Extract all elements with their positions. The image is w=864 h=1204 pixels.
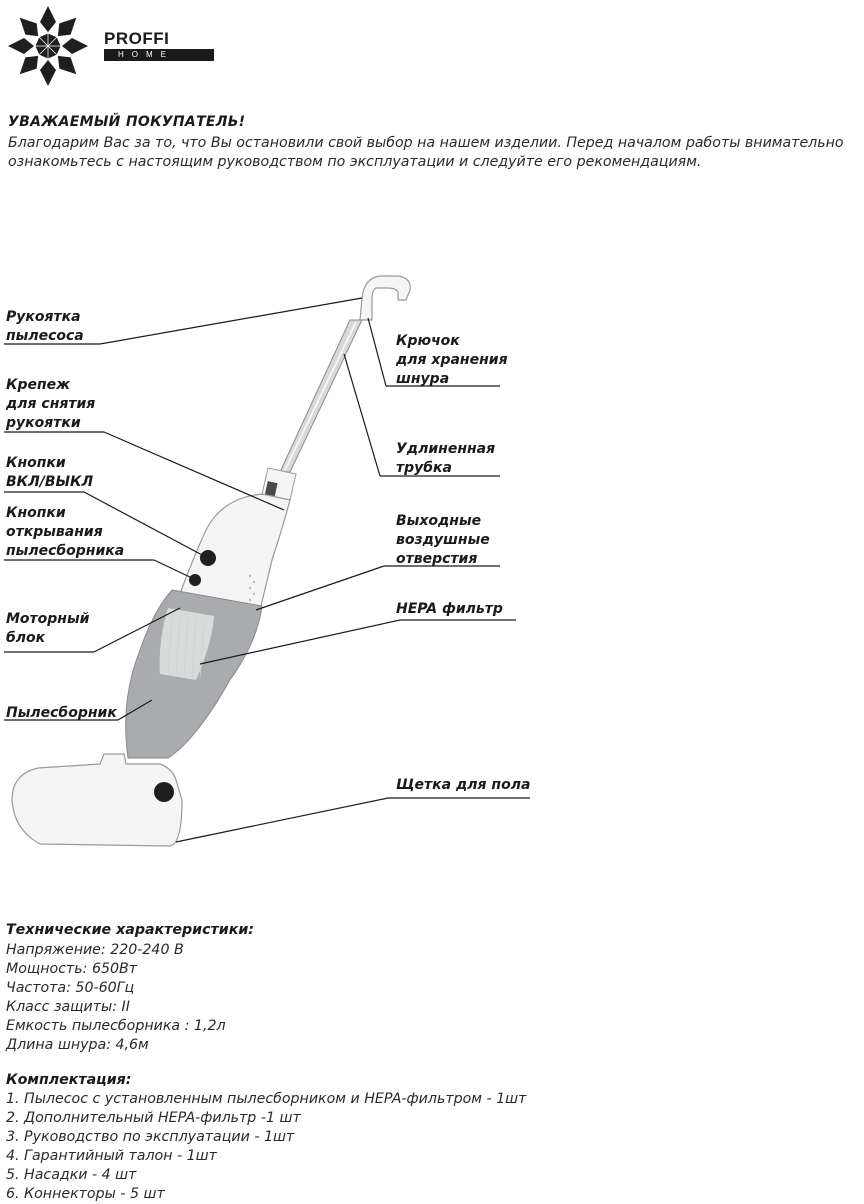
kit-item: 5. Насадки - 4 шт: [6, 1167, 137, 1183]
spec-item: Частота: 50-60Гц: [6, 980, 135, 996]
power-button-shape: [200, 550, 216, 566]
greeting-title: УВАЖАЕМЫЙ ПОКУПАТЕЛЬ!: [8, 114, 246, 130]
kit-item: 2. Дополнительный HEPA-фильтр -1 шт: [6, 1110, 301, 1126]
label-vents: Выходные воздушные отверстия: [396, 512, 490, 569]
leader-lines: [4, 297, 363, 721]
label-handle: Рукоятка пылесоса: [6, 308, 84, 346]
flower-logo-icon: [8, 6, 88, 86]
kit-item: 6. Коннекторы - 5 шт: [6, 1186, 165, 1202]
hepa-filter-shape: [159, 608, 214, 680]
greeting-text: Благодарим Вас за то, что Вы остановили …: [8, 135, 844, 170]
label-mount: Крепеж для снятия рукоятки: [6, 376, 95, 433]
label-handle-line1: Рукоятка: [6, 309, 81, 325]
label-tube-line1: Удлиненная: [396, 441, 496, 457]
vacuum-diagram: [4, 275, 530, 847]
kit-item: 4. Гарантийный талон - 1шт: [6, 1148, 217, 1164]
label-open: Кнопки открывания пылесборника: [6, 504, 124, 561]
label-hook-line3: шнура: [396, 371, 450, 387]
brand-logo: [6, 4, 90, 88]
kit-item: 1. Пылесос с установленным пылесборником…: [6, 1091, 527, 1107]
label-power: Кнопки ВКЛ/ВЫКЛ: [6, 454, 93, 492]
label-hook-line1: Крючок: [396, 333, 460, 349]
spec-item: Мощность: 650Вт: [6, 961, 138, 977]
label-vents-line1: Выходные: [396, 513, 482, 529]
label-power-line2: ВКЛ/ВЫКЛ: [6, 474, 94, 490]
label-motor: Моторный блок: [6, 610, 89, 648]
label-brush: Щетка для пола: [396, 776, 530, 795]
brand-name: PROFFI: [104, 29, 170, 48]
brand-wordmark: PROFFI HOME: [104, 30, 214, 61]
label-vents-line3: отверстия: [396, 551, 478, 567]
label-mount-line1: Крепеж: [6, 377, 71, 393]
label-motor-line1: Моторный: [6, 611, 90, 627]
label-open-line2: открывания: [6, 524, 103, 540]
floor-brush-shape: [11, 753, 183, 847]
spec-item: Емкость пылесборника : 1,2л: [6, 1018, 226, 1034]
label-mount-line3: рукоятки: [6, 415, 81, 431]
kit-item: 3. Руководство по эксплуатации - 1шт: [6, 1129, 295, 1145]
label-tube: Удлиненная трубка: [396, 440, 495, 478]
label-open-line3: пылесборника: [6, 543, 125, 559]
open-button-shape: [189, 574, 201, 586]
label-hepa-line1: HEPA фильтр: [396, 601, 503, 617]
brand-sub: HOME: [104, 49, 214, 61]
kit-title: Комплектация:: [6, 1072, 132, 1088]
label-hook-line2: для хранения: [396, 352, 508, 368]
leader-lines-right: [175, 317, 530, 843]
label-mount-line2: для снятия: [6, 396, 96, 412]
label-brush-line1: Щетка для пола: [396, 777, 531, 793]
label-bin-line1: Пылесборник: [6, 705, 117, 721]
label-hook: Крючок для хранения шнура: [396, 332, 508, 389]
label-power-line1: Кнопки: [6, 455, 66, 471]
label-handle-line2: пылесоса: [6, 328, 84, 344]
motor-body: [177, 493, 291, 611]
label-bin: Пылесборник: [6, 704, 117, 723]
spec-item: Длина шнура: 4,6м: [6, 1037, 149, 1053]
spec-item: Напряжение: 220-240 В: [6, 942, 184, 958]
spec-item: Класс защиты: II: [6, 999, 130, 1015]
specs-list: Напряжение: 220-240 В Мощность: 650Вт Ча…: [6, 941, 226, 1055]
label-tube-line2: трубка: [396, 460, 452, 476]
label-motor-line2: блок: [6, 630, 46, 646]
label-hepa: HEPA фильтр: [396, 600, 503, 619]
kit-list: 1. Пылесос с установленным пылесборником…: [6, 1090, 526, 1204]
specs-title: Технические характеристики:: [6, 922, 254, 938]
label-open-line1: Кнопки: [6, 505, 66, 521]
vacuum-illustration: [11, 275, 411, 847]
handle-shape: [359, 275, 411, 321]
label-vents-line2: воздушные: [396, 532, 490, 548]
